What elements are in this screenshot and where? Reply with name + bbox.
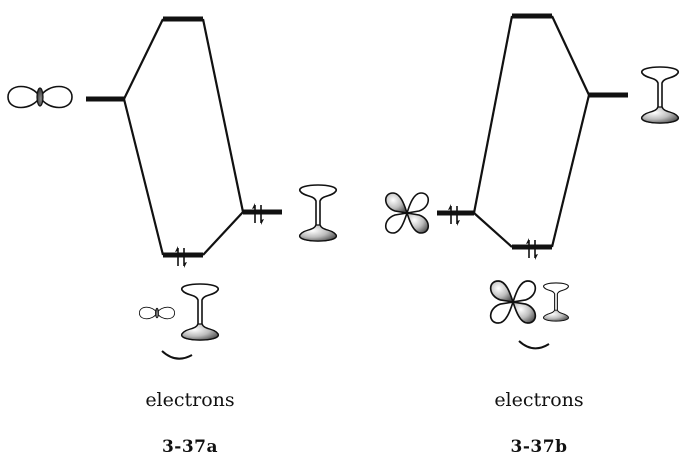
electrons-label-b: electrons [494, 389, 584, 411]
bond-arc-a-icon [161, 350, 193, 360]
diagram-b [384, 13, 680, 350]
electrons-label-a: electrons [145, 389, 235, 411]
diagram-a [7, 16, 338, 360]
d-orbital-b-left-icon [384, 192, 430, 234]
bond-arc-b-icon [518, 340, 550, 350]
correlation-lines-b [472, 15, 591, 248]
correlation-lines-a [122, 18, 245, 256]
ibeam-orbital-b-right-icon [640, 66, 680, 124]
p-orbital-a-left-icon [7, 85, 73, 109]
combined-orbital-a-icon [138, 283, 220, 341]
compound-label-a: 3-37a [161, 437, 219, 457]
combined-orbital-b-icon [489, 280, 569, 324]
ibeam-orbital-a-right-icon [298, 184, 338, 242]
compound-label-b: 3-37b [510, 437, 568, 457]
